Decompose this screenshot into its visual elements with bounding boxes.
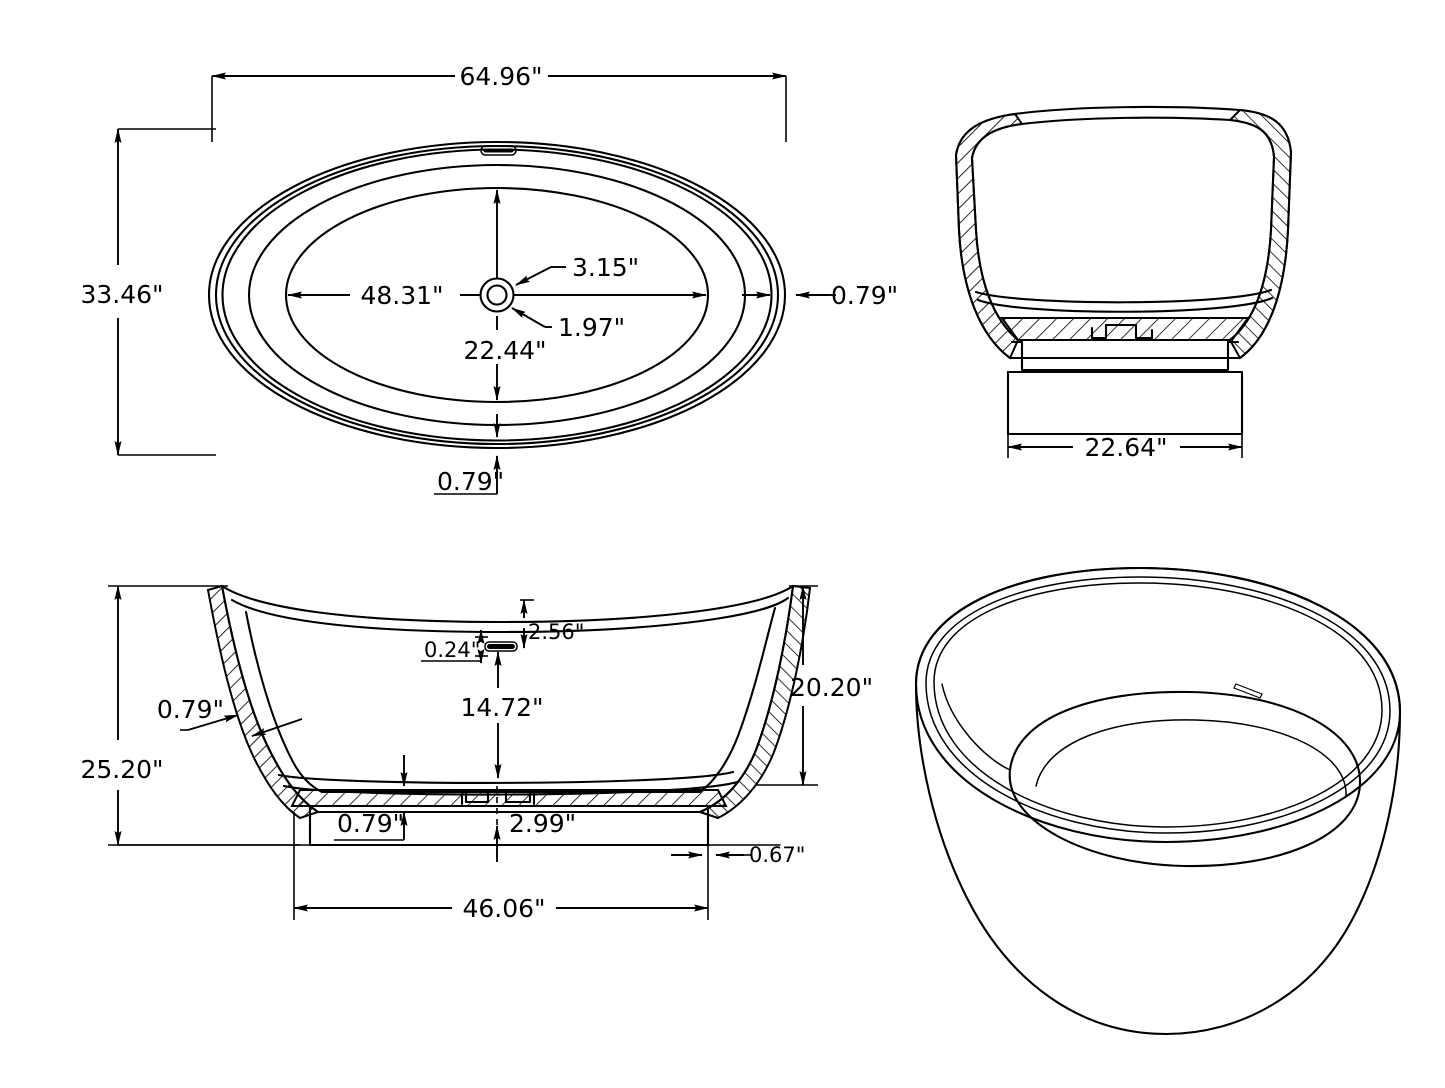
dimension-label-64-96: 64.96"	[459, 62, 542, 91]
dimension-drain-offset: 2.99"	[493, 786, 576, 862]
dimension-slot-height: 0.24"	[421, 629, 488, 664]
dimension-label-20-20: 20.20"	[790, 673, 873, 702]
dimension-wall-thickness: 0.79"	[157, 695, 303, 737]
dimension-drain-inner: 1.97"	[511, 307, 625, 342]
dimension-label-25-20: 25.20"	[80, 755, 163, 784]
dimension-base-inset: 0.67"	[671, 843, 805, 867]
dimension-rim-bottom: 0.79"	[434, 414, 504, 496]
dimension-base-width: 22.64"	[1007, 433, 1243, 462]
section-hatch-left-wall-end	[954, 112, 1024, 360]
dimension-label-48-31: 48.31"	[360, 281, 443, 310]
dimension-drain-outer: 3.15"	[515, 253, 639, 286]
overflow-slot-top	[480, 145, 517, 156]
view-top-plan: 64.96" 33.46" 48.31" 22.44"	[80, 62, 898, 496]
dimension-label-3-15: 3.15"	[572, 253, 639, 282]
dimension-water-depth: 14.72"	[460, 651, 544, 779]
dimension-base-length: 46.06"	[293, 812, 709, 923]
dimension-overall-width: 33.46"	[80, 128, 216, 456]
section-hatch-right-wall-side	[697, 584, 812, 820]
dimension-label-0-24: 0.24"	[424, 638, 480, 662]
dimension-label-22-64: 22.64"	[1084, 433, 1167, 462]
dimension-label-0-79-bottom: 0.79"	[437, 467, 504, 496]
view-end-elevation: 22.64"	[954, 105, 1293, 462]
dimension-overall-height: 25.20"	[80, 585, 300, 846]
dimension-label-33-46: 33.46"	[80, 280, 163, 309]
section-hatch-left-wall-side	[206, 584, 321, 820]
section-hatch-right-wall-end	[1227, 108, 1293, 360]
view-side-elevation: 25.20" 20.20" 14.72" 2.56"	[80, 584, 873, 923]
dimension-label-14-72: 14.72"	[460, 693, 543, 722]
dimension-base-height: 0.79"	[334, 755, 408, 841]
dimension-overflow-to-rim: 2.56"	[520, 599, 584, 649]
dimension-label-0-79-right: 0.79"	[831, 281, 898, 310]
dimension-label-46-06: 46.06"	[462, 894, 545, 923]
dimension-label-2-56: 2.56"	[528, 620, 584, 644]
dimension-label-1-97: 1.97"	[558, 313, 625, 342]
dimension-label-2-99: 2.99"	[509, 809, 576, 838]
view-isometric	[914, 566, 1402, 1036]
section-hatch-base-slab-end	[1000, 317, 1250, 341]
dimension-interior-length: 48.31"	[287, 281, 707, 310]
dimension-label-0-79-wall: 0.79"	[157, 695, 224, 724]
dimension-overall-length: 64.96"	[211, 62, 787, 142]
dimension-label-0-79-base: 0.79"	[337, 809, 404, 838]
dimension-label-22-44: 22.44"	[463, 336, 546, 365]
dimension-low-end-height: 20.20"	[756, 585, 873, 786]
dimension-rim-right: 0.79"	[742, 281, 898, 310]
section-hatch-base-slab-side	[290, 789, 728, 807]
dimension-interior-width: 22.44"	[463, 189, 547, 401]
overflow-slot-iso	[1233, 683, 1263, 699]
dimension-label-0-67: 0.67"	[749, 843, 805, 867]
